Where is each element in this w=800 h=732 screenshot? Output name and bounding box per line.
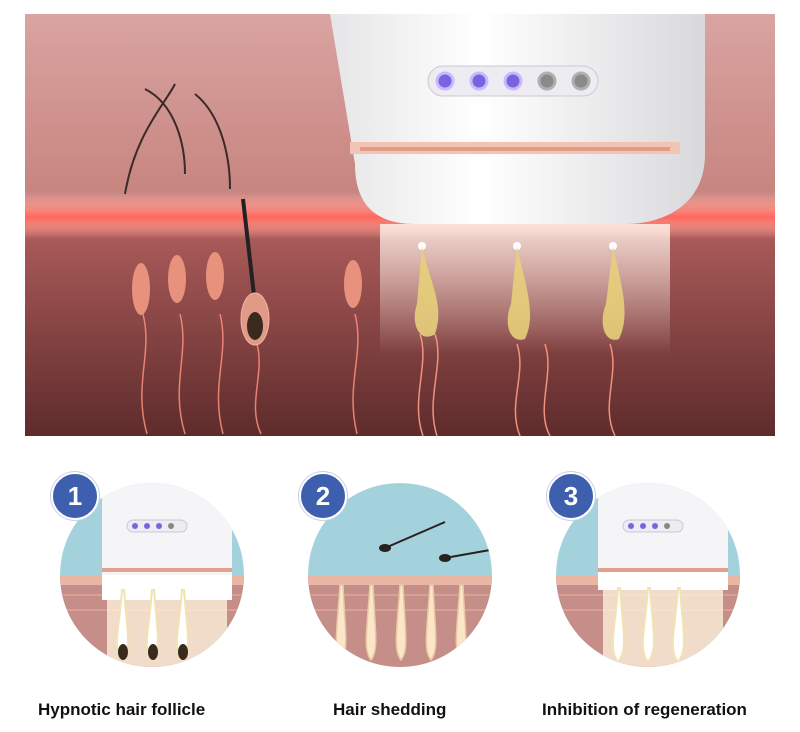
step-2-number-badge: 2 (299, 472, 347, 520)
step-2: 2 (299, 472, 495, 670)
step-2-illustration (308, 483, 492, 667)
step-1: 1 (51, 472, 247, 670)
indicator-light-5 (571, 71, 591, 91)
follicles-left (132, 198, 362, 435)
indicator-light-2 (469, 71, 489, 91)
ipl-device (330, 14, 705, 224)
step-1-number-badge: 1 (51, 472, 99, 520)
indicator-light-3 (503, 71, 523, 91)
indicator-light-4 (537, 71, 557, 91)
loose-hairs (124, 83, 231, 195)
step-3: 3 (547, 472, 743, 670)
follicles-treated (414, 242, 625, 436)
step-2-caption: Hair shedding (333, 700, 447, 719)
step-3-caption: Inhibition of regeneration (542, 700, 747, 719)
step-1-caption: Hypnotic hair follicle (38, 700, 206, 719)
hero-illustration (25, 14, 775, 436)
step-3-number-badge: 3 (547, 472, 595, 520)
indicator-light-1 (435, 71, 455, 91)
